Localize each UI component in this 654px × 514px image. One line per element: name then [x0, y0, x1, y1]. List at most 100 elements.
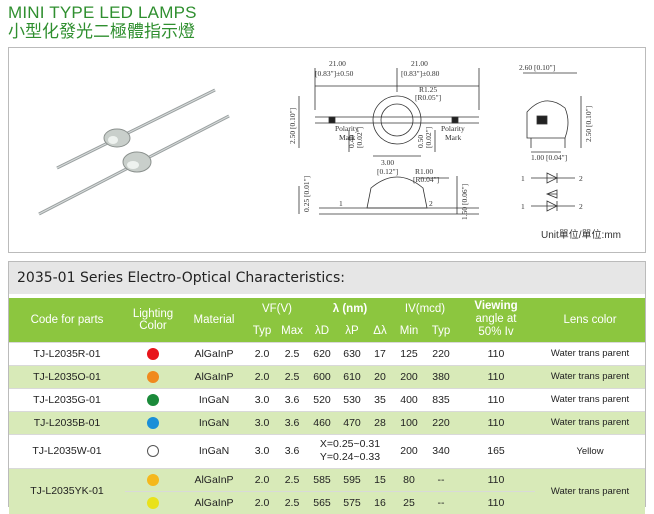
dim-text: 3.00 — [381, 158, 394, 167]
dim-text: R1.00 — [415, 167, 433, 176]
top-view-drawing — [298, 68, 480, 157]
header-code: Code for parts — [30, 313, 104, 326]
iv-typ-cell: 340 — [425, 433, 457, 468]
code-cell: TJ-L2035B-01 — [9, 410, 125, 434]
pin-label: 1 — [339, 199, 343, 208]
led-color-dot — [147, 445, 159, 458]
ld-cell: 520 — [307, 387, 337, 411]
profile-view-drawing — [523, 72, 582, 153]
dim-text: Mark — [339, 133, 355, 142]
vf-typ-cell: 2.0 — [247, 341, 277, 365]
color-swatch — [125, 410, 181, 434]
header-lambda-d: λD — [314, 324, 330, 337]
table-row: AlGaInP 2.0 2.5 565 575 16 25 -- 110 — [9, 490, 645, 514]
dl-cell: 35 — [367, 387, 393, 411]
view-cell: 110 — [457, 341, 535, 365]
spec-panel: 2035-01 Series Electro-Optical Character… — [8, 261, 646, 514]
header-iv: IV(mcd) — [404, 303, 446, 315]
color-swatch — [125, 387, 181, 411]
iv-typ-cell: -- — [425, 490, 457, 514]
dim-text: [0.02"] — [424, 127, 433, 148]
table-row: TJ-L2035R-01 AlGaInP 2.0 2.5 620 630 17 … — [9, 341, 645, 365]
header-delta-lambda: Δλ — [373, 324, 387, 337]
dim-text: 1.50 [0.06"] — [460, 184, 469, 220]
dim-text: [R0.05"] — [415, 93, 441, 102]
ld-cell: 600 — [307, 364, 337, 388]
pin-label: 1 — [521, 202, 525, 211]
table-row: TJ-L2035O-01 AlGaInP 2.0 2.5 600 610 20 … — [9, 364, 645, 388]
color-swatch — [125, 433, 181, 468]
dim-text: 2.50 [0.10"] — [584, 106, 593, 142]
code-cell: TJ-L2035G-01 — [9, 387, 125, 411]
dl-cell: 20 — [367, 364, 393, 388]
page-title: MINI TYPE LED LAMPS 小型化發光二極體指示燈 — [8, 3, 197, 42]
lp-cell: 610 — [337, 364, 367, 388]
color-swatch — [125, 490, 181, 514]
dim-text: 21.00 — [329, 59, 346, 68]
dim-text: Polarity — [441, 124, 465, 133]
color-swatch — [125, 364, 181, 388]
lens-cell: Yellow — [535, 433, 645, 468]
dim-text: 0.25 [0.01"] — [302, 176, 311, 212]
dl-cell: 28 — [367, 410, 393, 434]
pin-label: 2 — [579, 174, 583, 183]
header-vf-max: Max — [281, 324, 303, 337]
led-photo — [38, 88, 230, 216]
header-material: Material — [193, 313, 235, 326]
iv-typ-cell: 835 — [425, 387, 457, 411]
dim-text: Mark — [445, 133, 461, 142]
dim-text: 2.50 [0.10"] — [288, 108, 297, 144]
dim-text: 1.00 [0.04"] — [531, 153, 567, 162]
table-row: TJ-L2035YK-01 AlGaInP 2.0 2.5 585 595 15… — [9, 467, 645, 514]
header-vf: VF(V) — [261, 303, 293, 315]
vf-max-cell: 2.5 — [277, 490, 307, 514]
vf-typ-cell: 3.0 — [247, 433, 277, 468]
view-cell: 110 — [457, 387, 535, 411]
code-cell: TJ-L2035O-01 — [9, 364, 125, 388]
side-view-drawing — [298, 176, 479, 215]
iv-typ-cell: 220 — [425, 410, 457, 434]
dim-text: 2.60 [0.10"] — [519, 63, 555, 72]
led-color-dot — [147, 473, 159, 486]
header-lambda: λ (nm) — [332, 303, 368, 315]
ld-cell: 585 — [307, 467, 337, 491]
code-cell: TJ-L2035R-01 — [9, 341, 125, 365]
lp-cell: 575 — [337, 490, 367, 514]
pin-label: 2 — [579, 202, 583, 211]
material-cell: AlGaInP — [181, 467, 247, 491]
dim-text: 21.00 — [411, 59, 428, 68]
led-color-dot — [147, 393, 159, 406]
spec-title: 2035-01 Series Electro-Optical Character… — [9, 262, 645, 294]
dim-text: [0.83"]±0.80 — [401, 69, 440, 78]
vf-typ-cell: 2.0 — [247, 490, 277, 514]
code-cell: TJ-L2035YK-01 — [9, 467, 125, 514]
dl-cell: 17 — [367, 341, 393, 365]
header-lens: Lens color — [563, 313, 617, 326]
title-chinese: 小型化發光二極體指示燈 — [8, 22, 195, 42]
table-row: TJ-L2035G-01 InGaN 3.0 3.6 520 530 35 40… — [9, 387, 645, 411]
vf-max-cell: 2.5 — [277, 467, 307, 491]
led-color-dot — [147, 416, 159, 429]
dim-text: [R0.04"] — [413, 175, 439, 184]
header-lambda-p: λP — [345, 324, 359, 337]
iv-min-cell: 125 — [393, 341, 425, 365]
vf-max-cell: 2.5 — [277, 341, 307, 365]
title-english: MINI TYPE LED LAMPS — [8, 3, 197, 22]
dim-text: [0.83"]±0.50 — [315, 69, 354, 78]
view-cell: 110 — [457, 364, 535, 388]
iv-min-cell: 25 — [393, 490, 425, 514]
material-cell: AlGaInP — [181, 364, 247, 388]
iv-min-cell: 200 — [393, 364, 425, 388]
lens-cell: Water trans parent — [535, 341, 645, 365]
color-swatch — [125, 467, 181, 491]
view-cell: 110 — [457, 410, 535, 434]
lp-cell: 470 — [337, 410, 367, 434]
material-cell: AlGaInP — [181, 490, 247, 514]
color-swatch — [125, 341, 181, 365]
header-iv-typ: Typ — [431, 324, 451, 337]
vf-typ-cell: 2.0 — [247, 364, 277, 388]
unit-label: Unit單位/單位:mm — [541, 230, 621, 241]
